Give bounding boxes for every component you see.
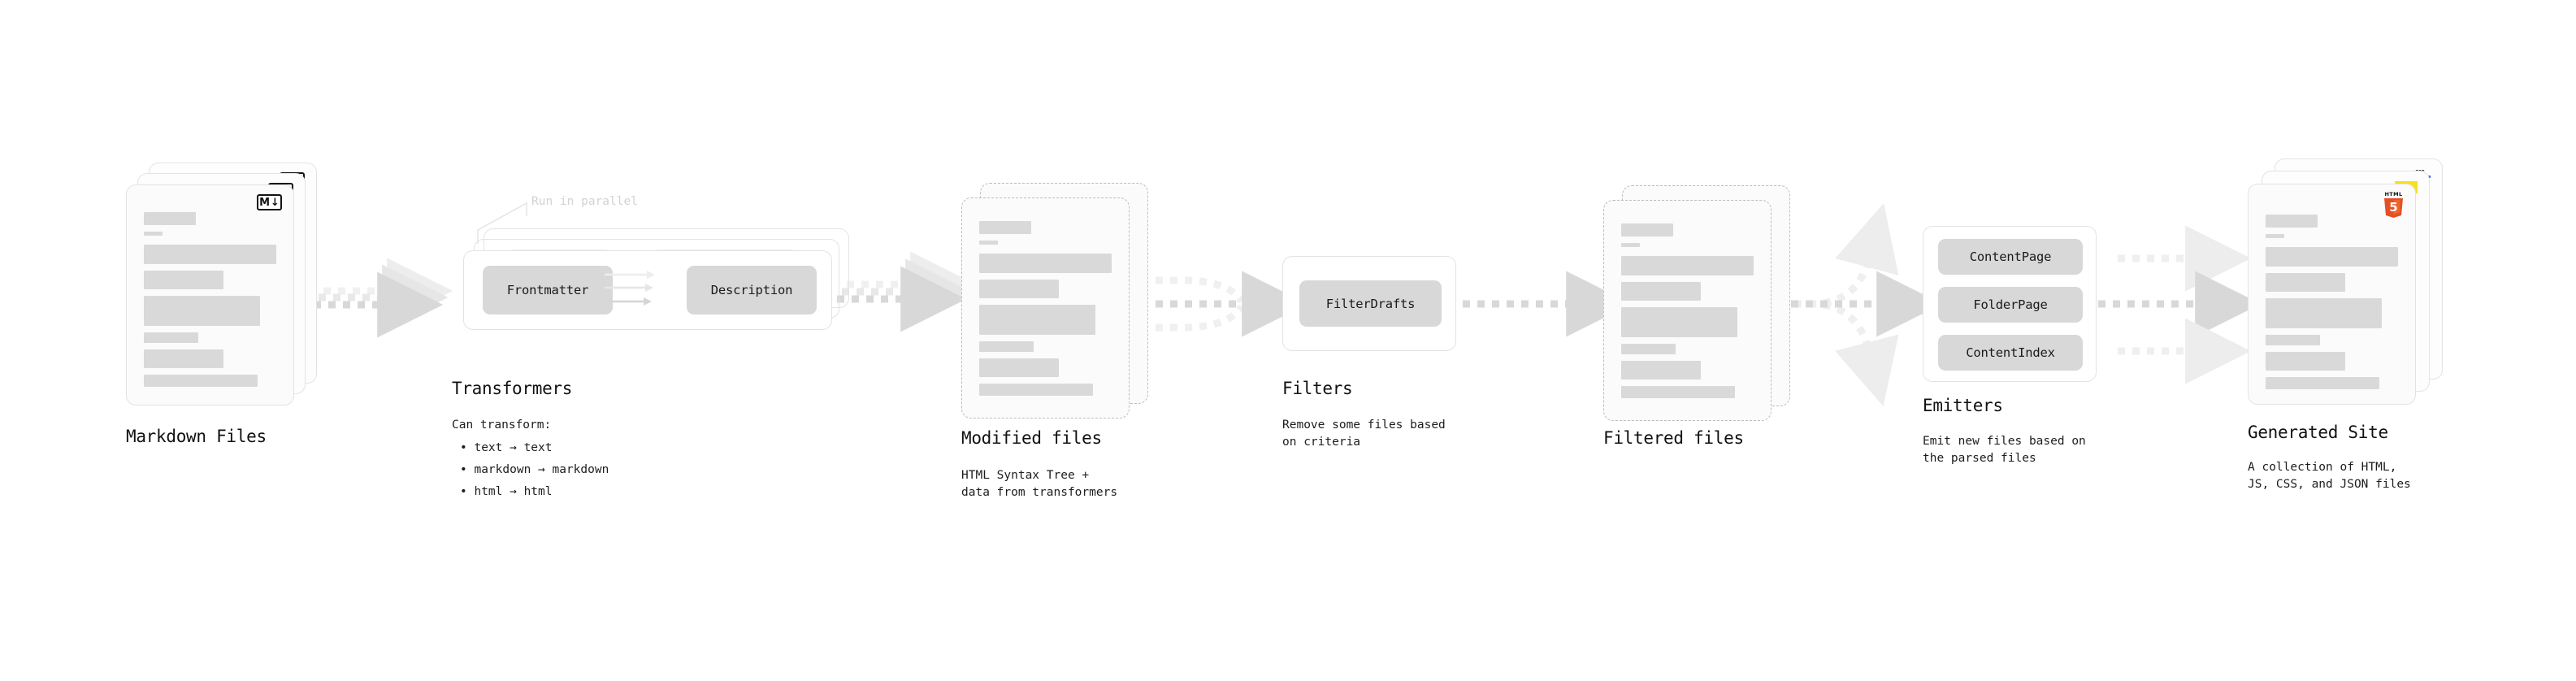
file-card-front: M↓ (126, 184, 294, 406)
transformer-bullet-1: • markdown → markdown (460, 463, 609, 476)
connector-emitters-to-site (2098, 225, 2262, 384)
html5-icon: HTML 5 (2382, 191, 2405, 219)
stage-title-filtered-files: Filtered files (1603, 428, 1744, 448)
chip-filterdrafts[interactable]: FilterDrafts (1299, 280, 1442, 327)
run-in-parallel-label: Run in parallel (531, 195, 638, 208)
stage-emitters-box: ContentPage FolderPage ContentIndex (1923, 226, 2097, 382)
html5-number: 5 (2389, 200, 2397, 215)
file-placeholder-lines (979, 221, 1112, 402)
connector-transformers-to-modified (837, 251, 977, 332)
file-card-front (1603, 200, 1772, 421)
stage-title-emitters: Emitters (1923, 396, 2003, 415)
file-placeholder-lines (144, 212, 276, 393)
transformer-inner-arrows (605, 271, 655, 306)
stage-title-markdown-files: Markdown Files (126, 427, 267, 446)
chip-contentindex[interactable]: ContentIndex (1938, 335, 2083, 371)
connector-filtered-to-emitters (1776, 203, 1943, 406)
stage-subtitle-modified-files: HTML Syntax Tree + data from transformer… (961, 469, 1118, 499)
markdown-icon: M↓ (257, 194, 282, 210)
transformer-bullet-2: • html → html (460, 485, 553, 498)
run-in-parallel-bracket (477, 202, 527, 244)
chip-contentpage[interactable]: ContentPage (1938, 239, 2083, 275)
chip-description[interactable]: Description (687, 266, 817, 314)
file-placeholder-lines (1621, 223, 1754, 405)
file-placeholder-lines (2266, 215, 2398, 396)
chip-folderpage[interactable]: FolderPage (1938, 287, 2083, 323)
stage-title-filters: Filters (1282, 379, 1353, 398)
stage-subtitle-transformers: Can transform: (452, 419, 552, 432)
chip-frontmatter[interactable]: Frontmatter (483, 266, 613, 314)
connector-markdown-to-transformers (314, 258, 453, 338)
stage-subtitle-emitters: Emit new files based on the parsed files (1923, 435, 2086, 465)
connector-modified-to-filters (1141, 271, 1308, 337)
file-card-front (961, 197, 1130, 419)
stage-filters-box: FilterDrafts (1282, 256, 1456, 351)
stage-title-modified-files: Modified files (961, 428, 1102, 448)
stage-title-transformers: Transformers (452, 379, 573, 398)
stage-title-generated-site: Generated Site (2248, 423, 2388, 442)
stage-subtitle-generated-site: A collection of HTML, JS, CSS, and JSON … (2248, 461, 2411, 491)
file-card-front-html: HTML 5 (2248, 184, 2416, 405)
transformer-bullet-0: • text → text (460, 441, 553, 454)
stage-subtitle-filters: Remove some files based on criteria (1282, 419, 1446, 449)
